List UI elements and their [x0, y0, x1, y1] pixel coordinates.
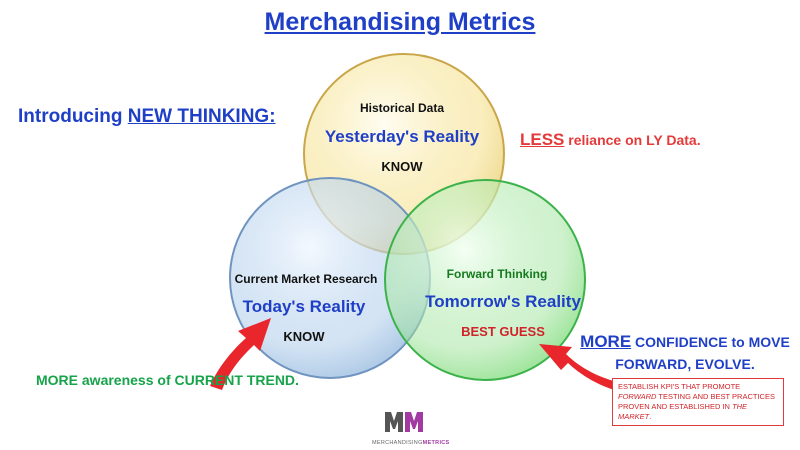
less-rest: reliance on LY Data.	[564, 132, 701, 148]
intro-highlight: NEW THINKING:	[127, 106, 276, 127]
page-title: Merchandising Metrics	[264, 8, 536, 36]
historical-reality: Yesterday's Reality	[325, 127, 480, 146]
kpi-end: .	[649, 412, 652, 421]
forward-label: Forward Thinking	[447, 267, 548, 281]
intro-prefix: Introducing	[18, 106, 128, 127]
more-confidence-note: MORE CONFIDENCE to MOVE FORWARD, EVOLVE.	[574, 331, 796, 375]
left-arrow	[210, 318, 271, 390]
current-status: KNOW	[283, 329, 325, 344]
historical-status: KNOW	[381, 159, 423, 174]
kpi-note-box: ESTABLISH KPI's THAT PROMOTE FORWARD TES…	[612, 378, 784, 426]
kpi-part1: ESTABLISH KPI's THAT PROMOTE	[618, 382, 741, 391]
less-reliance-note: LESS reliance on LY Data.	[520, 130, 701, 150]
merchandising-metrics-logo: MERCHANDISINGMETRICS	[372, 410, 449, 446]
kpi-market: THE MARKET	[618, 402, 748, 421]
right-arrow	[539, 344, 622, 392]
forward-reality: Tomorrow's Reality	[425, 292, 581, 311]
more-line2: FORWARD, EVOLVE.	[615, 356, 755, 372]
kpi-part2: TESTING AND BEST PRACTICES PROVEN AND ES…	[618, 392, 775, 411]
intro-heading: Introducing NEW THINKING:	[18, 106, 276, 128]
historical-label: Historical Data	[360, 101, 444, 115]
mm-logo-icon	[385, 412, 423, 432]
logo-text-accent: METRICS	[422, 440, 450, 446]
less-lead: LESS	[520, 130, 565, 149]
logo-text: MERCHANDISINGMETRICS	[372, 440, 449, 446]
forward-circle	[384, 179, 586, 381]
more-awareness-note: MORE awareness of CURRENT TREND.	[36, 372, 299, 388]
current-reality: Today's Reality	[243, 297, 366, 316]
more-lead: MORE	[580, 332, 632, 351]
logo-text-grey: MERCHANDISING	[372, 440, 423, 446]
current-label: Current Market Research	[235, 272, 378, 286]
forward-status: BEST GUESS	[461, 324, 545, 339]
kpi-forward: FORWARD	[618, 392, 657, 401]
more-line1: CONFIDENCE to MOVE	[631, 334, 790, 350]
